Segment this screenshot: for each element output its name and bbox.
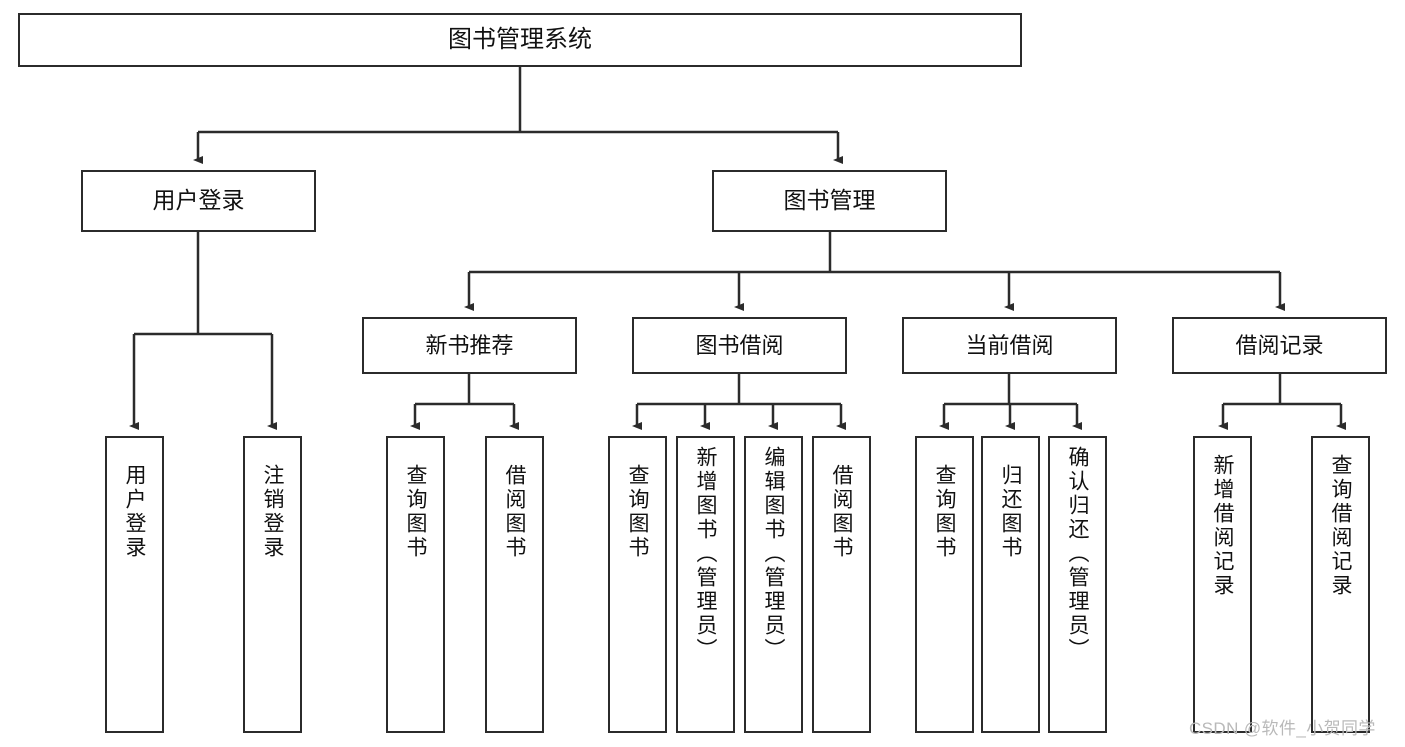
- node-new-book-recommend-label: 新书推荐: [425, 332, 514, 358]
- node-leaf-return-book-label: 归还图书: [999, 464, 1022, 560]
- node-leaf-confirm-return-admin[interactable]: 确认归还（管理员）: [1048, 436, 1107, 733]
- node-book-manage-label: 图书管理: [783, 187, 876, 214]
- node-leaf-borrow-book-1[interactable]: 借阅图书: [485, 436, 544, 733]
- node-book-manage[interactable]: 图书管理: [712, 170, 947, 232]
- node-leaf-query-borrow-record-label: 查询借阅记录: [1329, 454, 1352, 598]
- node-leaf-borrow-book-1-label: 借阅图书: [503, 464, 526, 560]
- node-leaf-return-book[interactable]: 归还图书: [981, 436, 1040, 733]
- node-leaf-user-login-label: 用户登录: [123, 464, 146, 560]
- node-leaf-add-book-admin[interactable]: 新增图书（管理员）: [676, 436, 735, 733]
- node-new-book-recommend[interactable]: 新书推荐: [362, 317, 577, 374]
- node-leaf-logout-login[interactable]: 注销登录: [243, 436, 302, 733]
- node-leaf-add-borrow-record-label: 新增借阅记录: [1211, 454, 1234, 598]
- node-book-borrow[interactable]: 图书借阅: [632, 317, 847, 374]
- node-leaf-add-borrow-record[interactable]: 新增借阅记录: [1193, 436, 1252, 733]
- node-leaf-query-book-3[interactable]: 查询图书: [915, 436, 974, 733]
- node-book-borrow-label: 图书借阅: [695, 332, 784, 358]
- node-root-system[interactable]: 图书管理系统: [18, 13, 1022, 67]
- node-leaf-query-book-2-label: 查询图书: [626, 464, 649, 560]
- node-user-login[interactable]: 用户登录: [81, 170, 316, 232]
- node-leaf-confirm-return-admin-label: 确认归还（管理员）: [1066, 446, 1089, 662]
- node-leaf-query-book-1[interactable]: 查询图书: [386, 436, 445, 733]
- node-leaf-logout-login-label: 注销登录: [261, 464, 284, 560]
- node-leaf-borrow-book-2-label: 借阅图书: [830, 464, 853, 560]
- node-current-borrow-label: 当前借阅: [965, 332, 1054, 358]
- node-borrow-record[interactable]: 借阅记录: [1172, 317, 1387, 374]
- node-borrow-record-label: 借阅记录: [1235, 332, 1324, 358]
- node-leaf-query-book-2[interactable]: 查询图书: [608, 436, 667, 733]
- node-current-borrow[interactable]: 当前借阅: [902, 317, 1117, 374]
- node-leaf-add-book-admin-label: 新增图书（管理员）: [694, 446, 717, 662]
- node-leaf-query-book-1-label: 查询图书: [404, 464, 427, 560]
- node-leaf-query-book-3-label: 查询图书: [933, 464, 956, 560]
- node-root-system-label: 图书管理系统: [448, 25, 592, 53]
- node-leaf-user-login[interactable]: 用户登录: [105, 436, 164, 733]
- node-leaf-edit-book-admin[interactable]: 编辑图书（管理员）: [744, 436, 803, 733]
- node-leaf-borrow-book-2[interactable]: 借阅图书: [812, 436, 871, 733]
- node-user-login-label: 用户登录: [152, 187, 245, 214]
- node-leaf-edit-book-admin-label: 编辑图书（管理员）: [762, 446, 785, 662]
- node-leaf-query-borrow-record[interactable]: 查询借阅记录: [1311, 436, 1370, 733]
